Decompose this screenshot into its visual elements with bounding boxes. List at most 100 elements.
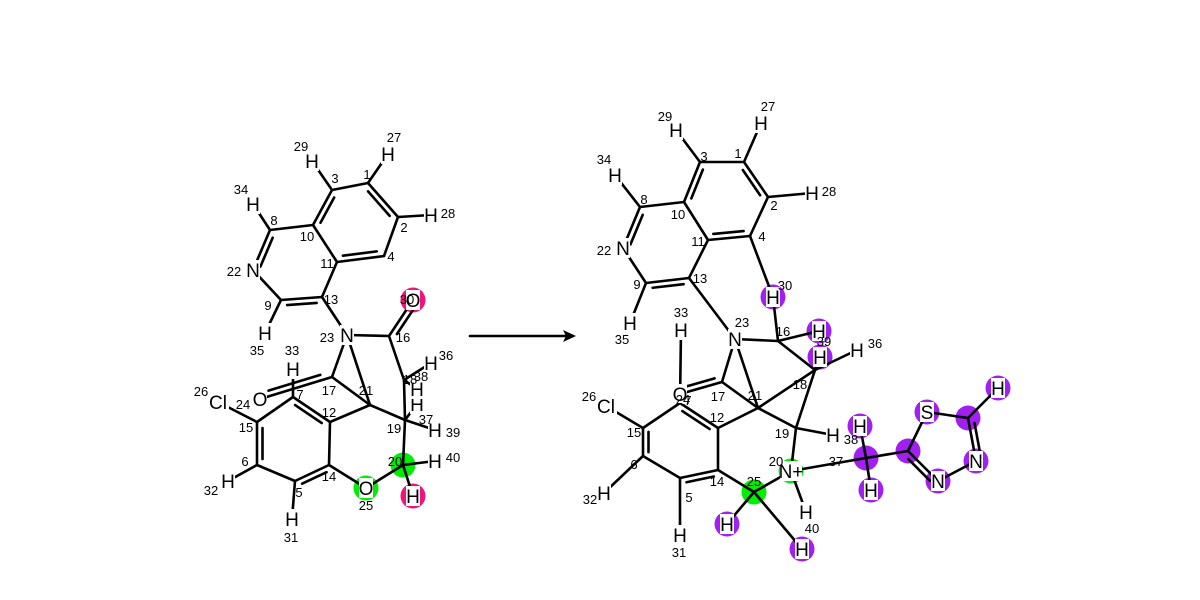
h27-index-label: 27 — [387, 130, 401, 145]
double-bond-c4-c11 — [712, 229, 745, 236]
h28-index-label: 28 — [822, 184, 836, 199]
double-bond-c10-c3 — [690, 168, 705, 200]
bond-c13-c11 — [687, 238, 710, 280]
h34-index-label: 34 — [597, 152, 611, 167]
h39-index-label: 39 — [446, 425, 460, 440]
h33-index-label: 33 — [674, 305, 688, 320]
c4-index-label: 4 — [758, 229, 765, 244]
h35-symbol-mask — [258, 323, 272, 343]
h33-symbol-mask — [286, 359, 300, 379]
hp2-symbol-mask — [864, 480, 878, 500]
bond-c6-c5 — [255, 463, 297, 483]
h31-symbol-mask — [285, 509, 299, 529]
cl24-symbol: Cl — [597, 397, 615, 418]
h34-symbol: H — [608, 166, 622, 187]
h39-index-label: 39 — [817, 334, 831, 349]
double-bond-c9-c13 — [285, 301, 318, 307]
h33-index-label: 33 — [285, 343, 299, 358]
h28-symbol-mask — [424, 205, 438, 225]
h27-symbol-mask — [754, 113, 768, 133]
h35-symbol-mask — [623, 313, 637, 333]
bond-c2-c4 — [748, 195, 770, 238]
c14-index-label: 14 — [322, 469, 336, 484]
n22-symbol: N — [246, 261, 260, 282]
h29-symbol: H — [305, 152, 319, 173]
o30-symbol: O — [406, 291, 421, 312]
hp4-symbol: H — [795, 540, 809, 561]
ts-symbol: S — [921, 403, 934, 424]
h27-index-label: 27 — [761, 99, 775, 114]
o25-symbol-mask — [359, 478, 373, 498]
h35-index-label: 35 — [250, 343, 264, 358]
h36-symbol: H — [850, 341, 864, 362]
h29-symbol-mask — [305, 151, 319, 171]
h28-symbol-mask — [805, 183, 819, 203]
c19-index-label: 19 — [775, 426, 789, 441]
double-bond-c1-c2 — [366, 190, 391, 218]
bond-c7-c15 — [641, 401, 682, 430]
bond-c18-c19 — [794, 368, 817, 430]
bond-c10-c3 — [311, 188, 334, 227]
c2-index-label: 2 — [400, 220, 407, 235]
c6-index-label: 6 — [241, 454, 248, 469]
h34-symbol-mask — [246, 194, 260, 214]
h34-symbol: H — [246, 195, 260, 216]
n23-index-label: 23 — [735, 315, 749, 330]
bond-c1-c2 — [742, 160, 770, 199]
double-bond-c17-o26 — [267, 373, 322, 392]
h32-symbol-mask — [221, 471, 235, 491]
h32-symbol: H — [221, 472, 235, 493]
bond-c16-c18 — [776, 339, 817, 372]
c5-index-label: 5 — [295, 485, 302, 500]
bond-c14-c12 — [327, 420, 332, 467]
h40-index-label: 40 — [805, 521, 819, 536]
double-bond-c12-c7 — [293, 403, 324, 425]
o25-symbol: O — [359, 479, 374, 500]
bond-c5-c14 — [678, 468, 720, 480]
hp6-symbol: H — [813, 348, 827, 369]
ts-symbol-mask — [920, 402, 934, 422]
double-bond-c10-c3 — [319, 196, 336, 225]
h27-symbol: H — [381, 145, 395, 166]
cl24-index-label: 24 — [676, 392, 690, 407]
h33-symbol-mask — [674, 320, 688, 340]
h30-symbol: H — [766, 288, 780, 309]
c1-index-label: 1 — [734, 146, 741, 161]
product-molecule: N+NNClOHHHHHHHHHHHHHHHHHHHSNN12345678910… — [582, 99, 1011, 562]
c16-index-label: 16 — [776, 324, 790, 339]
bond-c11-c10 — [311, 223, 339, 264]
double-bond-c5-c14 — [300, 470, 328, 486]
c13-index-label: 13 — [324, 292, 338, 307]
bond-c2-c4 — [382, 215, 400, 258]
h36-symbol-mask — [850, 340, 864, 360]
atom-index-layer: 1234567891011121314151617181920212223242… — [582, 99, 882, 560]
bond-c5-c14 — [293, 463, 331, 483]
c11-index-label: 11 — [691, 234, 705, 249]
h38-index-label: 38 — [844, 432, 858, 447]
o30-symbol-mask — [406, 290, 420, 310]
c12-index-label: 12 — [710, 410, 724, 425]
h40-symbol: H — [799, 503, 813, 524]
bond-c4-c11 — [706, 234, 752, 242]
o26-symbol-mask — [253, 389, 267, 409]
c37-index-label: 37 — [829, 454, 843, 469]
c13-index-label: 13 — [693, 271, 707, 286]
bond-c7-c15 — [255, 395, 295, 424]
h37-symbol: H — [410, 395, 424, 416]
h32-index-label: 32 — [204, 483, 218, 498]
hp5-symbol: H — [991, 379, 1005, 400]
tn4-symbol: N — [931, 472, 945, 493]
hp6-symbol-mask — [813, 347, 827, 367]
bond-c4-c11 — [335, 254, 386, 264]
bond-c1-c2 — [366, 181, 400, 219]
double-bond-c5-c14 — [685, 475, 716, 484]
c17-index-label: 17 — [711, 389, 725, 404]
bond-c14-c25 — [716, 468, 756, 494]
h34-index-label: 34 — [234, 182, 248, 197]
c11-index-label: 11 — [320, 256, 334, 271]
c10-index-label: 10 — [671, 207, 685, 222]
h36-symbol: H — [424, 354, 438, 375]
bond-c18-c21 — [756, 368, 817, 410]
double-bond-tc2-tn3 — [973, 421, 982, 456]
bond-c25-hp4 — [752, 490, 804, 551]
